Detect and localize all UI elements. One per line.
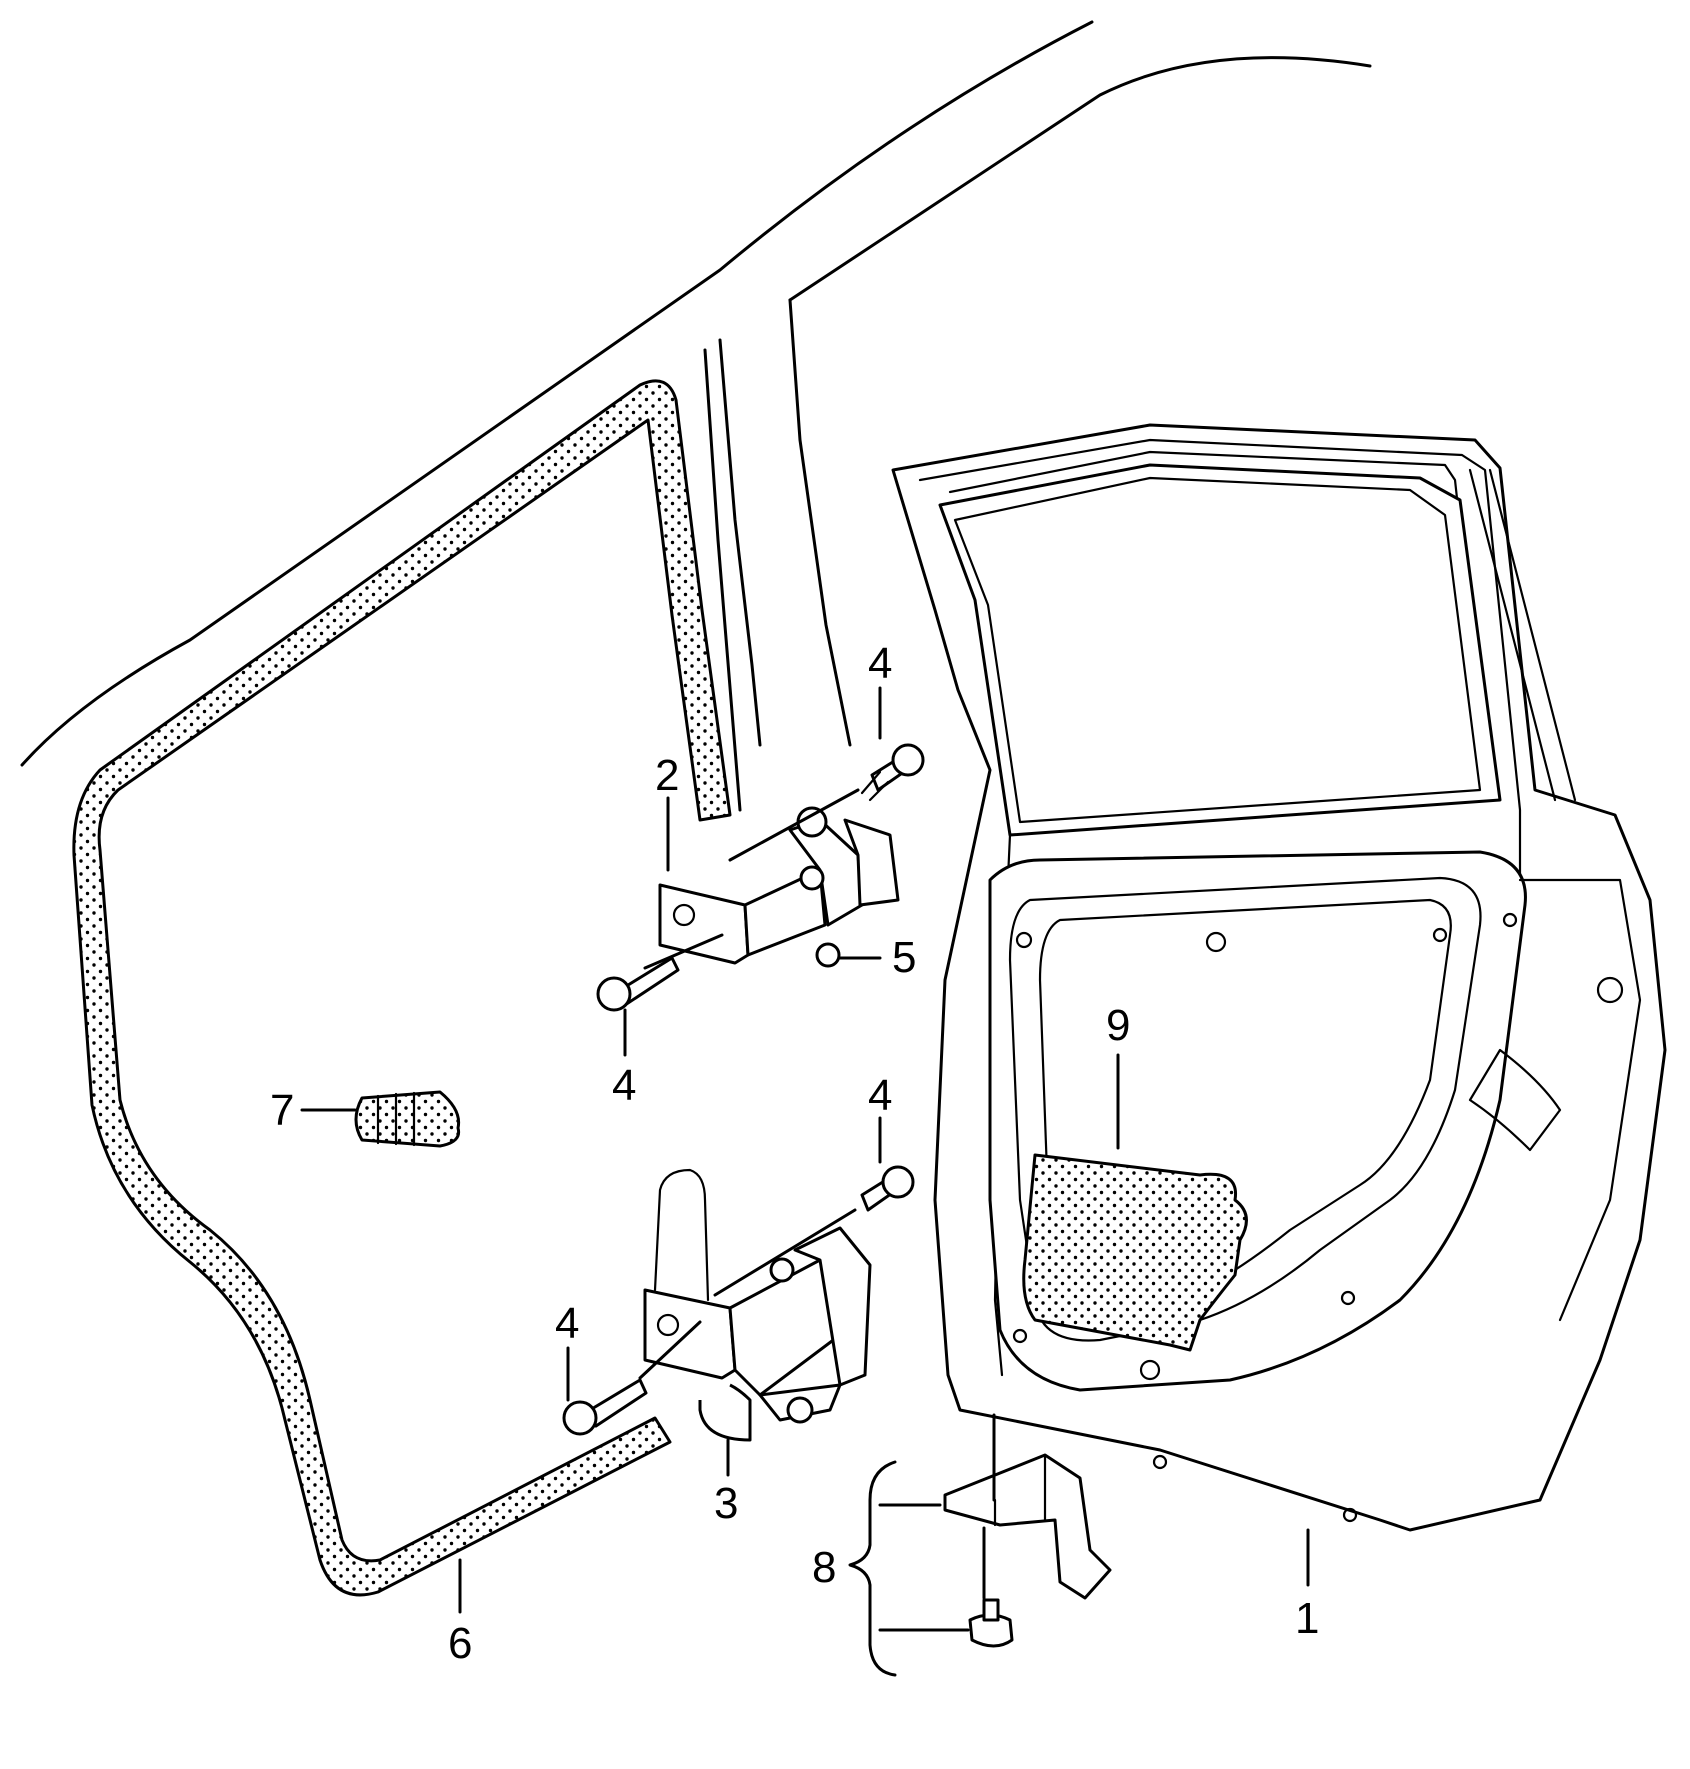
callout-4-upper-right: 4 [868,639,892,688]
callout-1: 1 [1295,1594,1319,1643]
callout-labels: 1 2 3 4 4 4 4 5 6 7 8 9 [270,639,1319,1668]
insulation-pad-part-9 [1022,1153,1248,1352]
callout-7: 7 [270,1086,294,1135]
callout-6: 6 [448,1619,472,1668]
callout-9: 9 [1106,1001,1130,1050]
car-body-outline [20,20,1372,812]
callout-8: 8 [812,1543,836,1592]
bolt-lower-right [860,1165,915,1212]
rear-door-part-1 [891,423,1667,1532]
callout-3: 3 [714,1479,738,1528]
leader-lines [300,686,1310,1677]
callout-4-upper-left: 4 [612,1061,636,1110]
bolt-upper-left [596,956,680,1012]
bolt-lower-left [562,1378,648,1436]
bolt-upper-right [860,743,925,802]
door-seal [72,379,732,1597]
grommet-part-7 [354,1090,461,1148]
callout-4-lower-right: 4 [868,1071,892,1120]
door-bracket-part-8 [943,1453,1112,1648]
callout-2: 2 [655,751,679,800]
callout-4-lower-left: 4 [555,1299,579,1348]
upper-hinge-part-2 [658,806,900,968]
callout-5: 5 [892,933,916,982]
lower-hinge-part-3 [643,1168,872,1442]
